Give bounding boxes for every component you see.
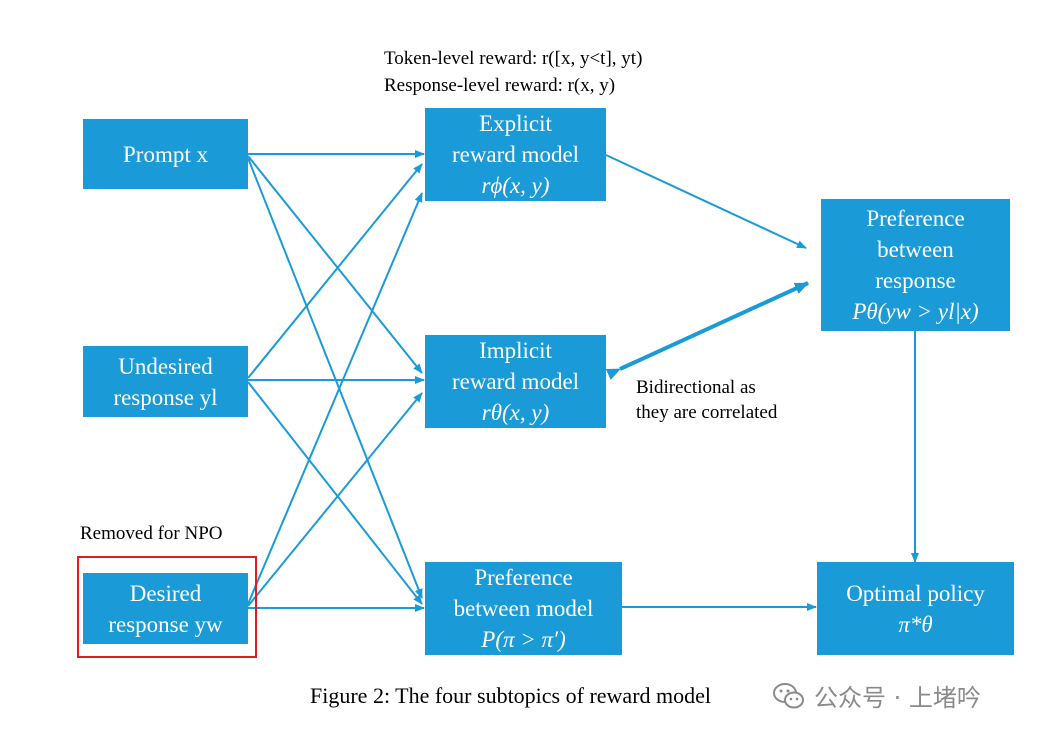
pref-response-line2: between	[877, 237, 954, 262]
bidirectional-label-line1: Bidirectional as	[636, 377, 756, 398]
explicit-node-formula: rϕ(x, y)	[481, 173, 550, 198]
bidirectional-label-line2: they are correlated	[636, 402, 778, 423]
pref-response-formula: Pθ(yw > yl|x)	[852, 299, 979, 324]
token-level-reward-label: Token-level reward: r([x, y<t], yt)	[384, 48, 643, 69]
arrow-bidirectional-implicit-pref-response	[605, 281, 809, 380]
npo-highlight-frame	[77, 556, 257, 658]
arrow-desired-to-explicit	[247, 192, 423, 605]
implicit-node-line1: Implicit	[479, 338, 552, 363]
arrow-undesired-to-explicit	[247, 163, 423, 379]
arrow-prompt-to-implicit	[247, 155, 423, 374]
desired-node-line2: response yw	[108, 611, 223, 637]
watermark: 公众号 · 上堵吟	[772, 678, 981, 713]
preference-between-response-node: Preference between response Pθ(yw > yl|x…	[821, 199, 1010, 331]
response-level-reward-label: Response-level reward: r(x, y)	[384, 75, 616, 96]
explicit-node-line2: reward model	[451, 142, 580, 167]
undesired-node-line1: Undesired	[118, 353, 213, 379]
optimal-policy-formula: π*θ	[898, 611, 933, 637]
figure-caption: Figure 2: The four subtopics of reward m…	[310, 683, 712, 708]
pref-model-line2: between model	[453, 596, 594, 621]
arrow-undesired-to-pref-model	[247, 381, 423, 605]
implicit-reward-model-node: Implicit reward model rθ(x, y)	[425, 335, 606, 428]
undesired-node-line2: response yl	[113, 384, 218, 410]
arrow-prompt-to-pref-model	[247, 157, 423, 599]
pref-model-line1: Preference	[474, 565, 573, 590]
optimal-policy-line1: Optimal policy	[846, 580, 985, 606]
implicit-node-line2: reward model	[451, 369, 580, 394]
removed-for-npo-label: Removed for NPO	[80, 523, 223, 544]
explicit-reward-model-node: Explicit reward model rϕ(x, y)	[425, 108, 606, 201]
pref-model-formula: P(π > π′)	[481, 627, 566, 652]
arrow-desired-to-implicit	[247, 392, 423, 607]
undesired-response-node: Undesired response yl	[83, 346, 248, 417]
implicit-node-formula: rθ(x, y)	[481, 400, 550, 425]
explicit-node-line1: Explicit	[479, 111, 552, 136]
watermark-text: 公众号 · 上堵吟	[814, 684, 981, 712]
preference-between-model-node: Preference between model P(π > π′)	[425, 562, 622, 655]
pref-response-line1: Preference	[866, 206, 965, 231]
desired-node-line1: Desired	[129, 580, 202, 606]
prompt-node: Prompt x	[83, 119, 248, 189]
prompt-node-label: Prompt x	[123, 141, 208, 167]
pref-response-line3: response	[875, 268, 956, 293]
arrow-explicit-to-pref-response	[605, 154, 807, 249]
optimal-policy-node: Optimal policy π*θ	[817, 562, 1014, 655]
desired-response-node: Desired response yw	[83, 573, 248, 644]
wechat-icon	[773, 682, 804, 708]
